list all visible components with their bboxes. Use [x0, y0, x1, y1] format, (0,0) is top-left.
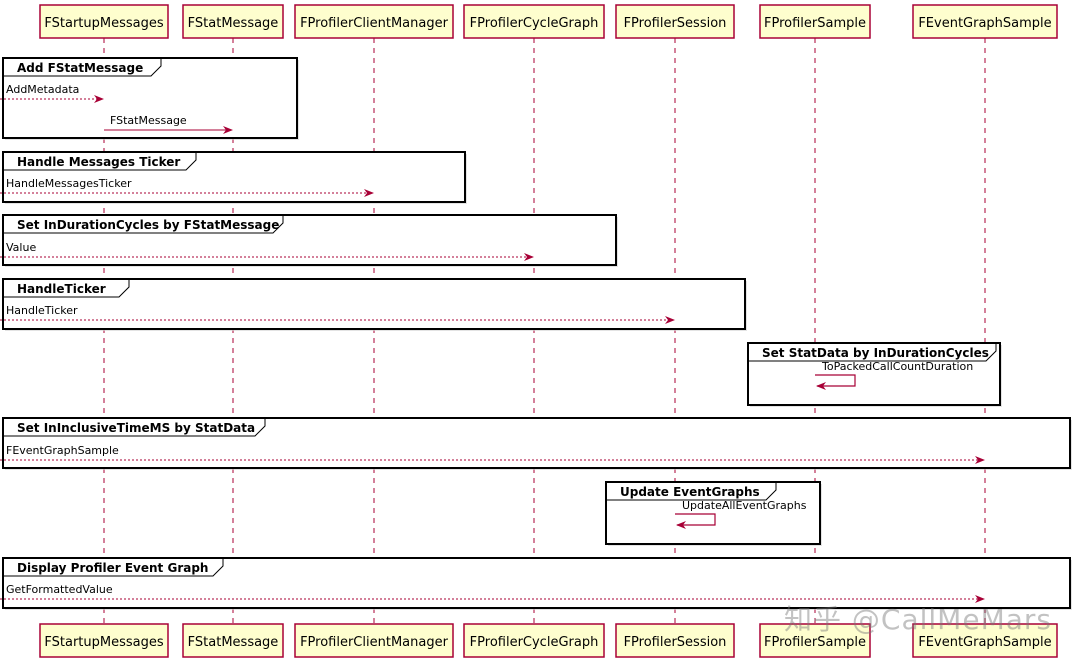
- message-handle-ticker: HandleTicker: [0, 304, 675, 324]
- group-title: Handle Messages Ticker: [17, 155, 180, 169]
- participant-fprofiler-cycle-graph-top: FProfilerCycleGraph: [463, 4, 605, 39]
- participant-label: FProfilerSample: [764, 635, 866, 650]
- group-border: [2, 278, 746, 330]
- message-label: HandleTicker: [6, 304, 78, 317]
- message-label: AddMetadata: [6, 83, 79, 96]
- participant-fprofiler-client-manager-top: FProfilerClientManager: [294, 4, 454, 39]
- participant-box: [294, 623, 454, 658]
- participant-box: [182, 623, 284, 658]
- participant-fstartup-messages-top: FStartupMessages: [39, 4, 169, 39]
- message-label: HandleMessagesTicker: [6, 177, 132, 190]
- participant-label: FProfilerCycleGraph: [470, 16, 599, 31]
- participant-label: FProfilerClientManager: [300, 635, 449, 650]
- group-frame-add-fstat-message: Add FStatMessage: [2, 57, 299, 140]
- group-frame-display-profiler-event-graph: Display Profiler Event Graph: [2, 557, 1072, 610]
- message-to-packed-call-count-duration: ToPackedCallCountDuration: [815, 360, 973, 390]
- participant-label: FProfilerSession: [624, 16, 727, 31]
- participant-box: [39, 623, 169, 658]
- participant-label: FProfilerSample: [764, 16, 866, 31]
- participant-fstat-message-top: FStatMessage: [182, 4, 284, 39]
- group-frame-set-in-duration-cycles-by-fstat-message: Set InDurationCycles by FStatMessage: [2, 214, 618, 267]
- self-message-arrow: [675, 513, 716, 529]
- participant-fprofiler-session-top: FProfilerSession: [615, 4, 735, 39]
- group-tab: [3, 152, 197, 171]
- participant-fprofiler-sample-bottom: FProfilerSample: [759, 623, 871, 658]
- participant-fprofiler-cycle-graph-bottom: FProfilerCycleGraph: [463, 623, 605, 658]
- participant-label: FStartupMessages: [44, 635, 163, 650]
- message-label: FStatMessage: [110, 114, 187, 127]
- group-title: Set StatData by InDurationCycles: [762, 346, 989, 360]
- participant-box: [182, 4, 284, 39]
- participant-box: [912, 623, 1058, 658]
- participant-fstat-message-bottom: FStatMessage: [182, 623, 284, 658]
- participant-fprofiler-sample-top: FProfilerSample: [759, 4, 871, 39]
- message-label: UpdateAllEventGraphs: [682, 499, 807, 512]
- group-border: [2, 151, 466, 203]
- group-border: [605, 481, 821, 545]
- participant-fevent-graph-sample-bottom: FEventGraphSample: [912, 623, 1058, 658]
- participant-fprofiler-client-manager-bottom: FProfilerClientManager: [294, 623, 454, 658]
- message-handle-messages-ticker: HandleMessagesTicker: [0, 177, 374, 197]
- group-frame-update-event-graphs: Update EventGraphs: [605, 481, 822, 546]
- participant-label: FProfilerClientManager: [300, 16, 449, 31]
- participant-label: FStatMessage: [188, 16, 279, 31]
- group-border: [2, 557, 1071, 609]
- participant-box: [615, 623, 735, 658]
- participant-label: FProfilerSession: [624, 635, 727, 650]
- group-title: Set InDurationCycles by FStatMessage: [17, 218, 279, 232]
- group-frame-handle-ticker: HandleTicker: [2, 278, 747, 331]
- group-title: HandleTicker: [17, 282, 106, 296]
- watermark: 知乎 @CallMeMars: [784, 603, 1052, 636]
- participant-label: FEventGraphSample: [918, 635, 1051, 650]
- participant-box: [759, 623, 871, 658]
- participant-box: [912, 4, 1058, 39]
- message-update-all-event-graphs: UpdateAllEventGraphs: [675, 499, 807, 529]
- group-frame-handle-messages-ticker: Handle Messages Ticker: [2, 151, 467, 204]
- message-label: GetFormattedValue: [6, 583, 113, 596]
- group-frame-set-in-inclusive-time-ms-by-stat-data: Set InInclusiveTimeMS by StatData: [2, 417, 1072, 470]
- message-fstat-message: FStatMessage: [104, 114, 233, 134]
- group-frame-set-stat-data-by-in-duration-cycles: Set StatData by InDurationCycles: [747, 342, 1002, 407]
- group-tab: [606, 482, 777, 501]
- participant-box: [759, 4, 871, 39]
- group-border: [747, 342, 1001, 406]
- participant-label: FStartupMessages: [44, 16, 163, 31]
- participant-fevent-graph-sample-top: FEventGraphSample: [912, 4, 1058, 39]
- participant-box: [294, 4, 454, 39]
- group-tab: [3, 558, 224, 577]
- group-title: Add FStatMessage: [17, 61, 143, 75]
- participant-box: [615, 4, 735, 39]
- message-value: Value: [0, 241, 534, 261]
- group-tab: [748, 343, 997, 362]
- group-title: Display Profiler Event Graph: [17, 561, 208, 575]
- message-label: ToPackedCallCountDuration: [821, 360, 973, 373]
- group-title: Update EventGraphs: [620, 485, 760, 499]
- participant-label: FProfilerCycleGraph: [470, 635, 599, 650]
- message-label: FEventGraphSample: [6, 444, 119, 457]
- group-tab: [3, 418, 266, 437]
- message-add-metadata: AddMetadata: [0, 83, 104, 103]
- message-fevent-graph-sample: FEventGraphSample: [0, 444, 985, 464]
- message-label: Value: [6, 241, 36, 254]
- participant-label: FEventGraphSample: [918, 16, 1051, 31]
- group-title: Set InInclusiveTimeMS by StatData: [17, 421, 255, 435]
- group-border: [2, 57, 298, 139]
- participant-fstartup-messages-bottom: FStartupMessages: [39, 623, 169, 658]
- participant-box: [463, 623, 605, 658]
- group-tab: [3, 58, 162, 77]
- group-tab: [3, 279, 130, 298]
- group-tab: [3, 215, 284, 234]
- self-message-arrow: [815, 374, 856, 390]
- participant-box: [463, 4, 605, 39]
- participant-fprofiler-session-bottom: FProfilerSession: [615, 623, 735, 658]
- message-get-formatted-value: GetFormattedValue: [0, 583, 985, 603]
- participant-box: [39, 4, 169, 39]
- participant-label: FStatMessage: [188, 635, 279, 650]
